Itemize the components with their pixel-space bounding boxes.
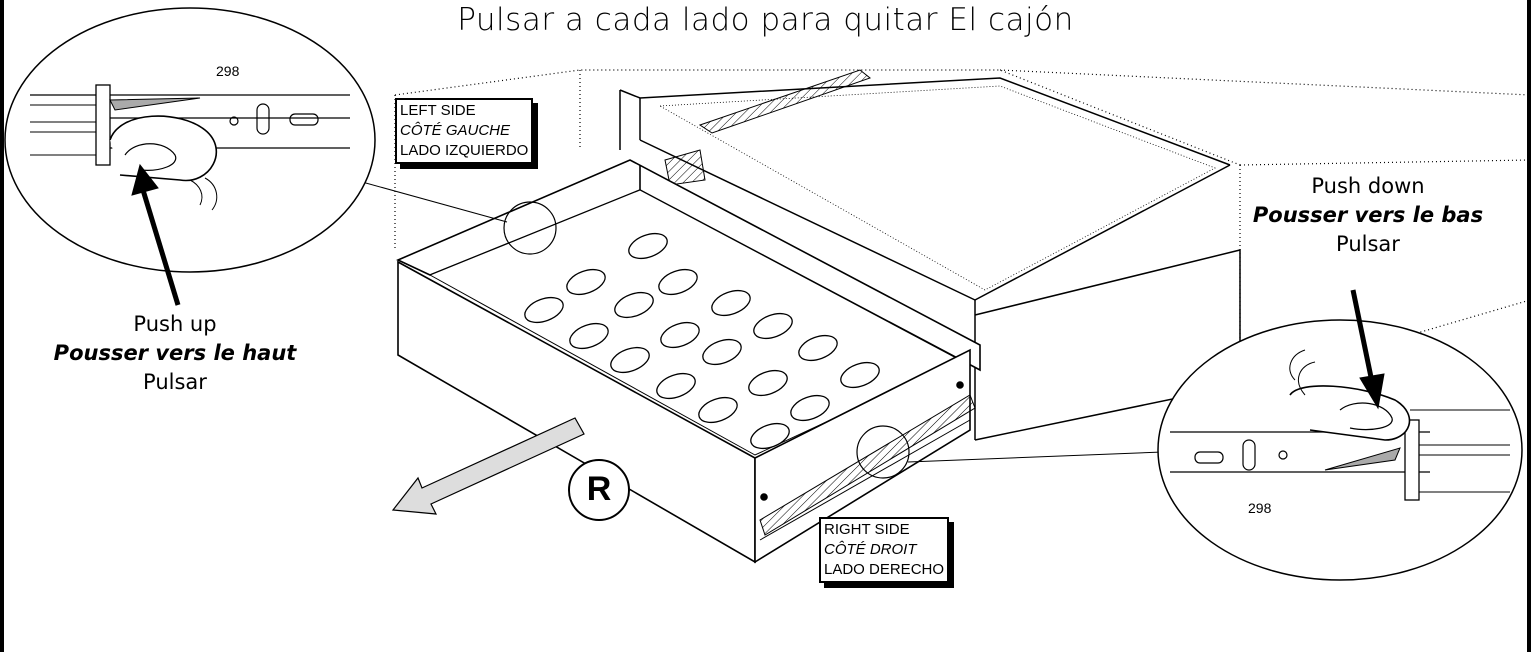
right-callout-line1: Push down bbox=[1311, 174, 1425, 198]
left-callout: Push up Pousser vers le haut Pulsar bbox=[30, 310, 320, 397]
drawer-badge-label: R bbox=[586, 470, 612, 508]
diagram-title: Pulsar a cada lado para quitar El cajón bbox=[457, 2, 1074, 38]
right-callout-line2: Pousser vers le bas bbox=[1252, 203, 1484, 227]
right-detail-view bbox=[1157, 289, 1523, 581]
left-callout-line1: Push up bbox=[133, 312, 217, 336]
left-side-label: LEFT SIDE CÔTÉ GAUCHE LADO IZQUIERDO bbox=[395, 98, 534, 164]
pull-arrow bbox=[391, 417, 585, 515]
right-side-label-es: LADO DERECHO bbox=[824, 561, 945, 578]
right-callout-line3: Pulsar bbox=[1336, 232, 1400, 256]
left-callout-line3: Pulsar bbox=[143, 370, 207, 394]
right-detail-marker bbox=[856, 425, 910, 479]
right-side-label-fr: CÔTÉ DROIT bbox=[824, 541, 917, 558]
right-side-label-en: RIGHT SIDE bbox=[824, 521, 910, 538]
right-side-label: RIGHT SIDE CÔTÉ DROIT LADO DERECHO bbox=[819, 517, 950, 583]
left-detail-number: 298 bbox=[216, 63, 240, 79]
left-side-label-fr: CÔTÉ GAUCHE bbox=[400, 122, 511, 139]
drawer-badge-circle bbox=[568, 459, 630, 521]
left-callout-line2: Pousser vers le haut bbox=[53, 341, 297, 365]
left-side-label-es: LADO IZQUIERDO bbox=[400, 142, 529, 159]
left-detail-view bbox=[4, 7, 376, 306]
right-callout: Push down Pousser vers le bas Pulsar bbox=[1228, 172, 1508, 259]
right-detail-number: 298 bbox=[1248, 500, 1272, 516]
drawer bbox=[396, 159, 981, 564]
left-detail-marker bbox=[503, 201, 557, 255]
egg-tray bbox=[524, 232, 880, 450]
left-side-label-en: LEFT SIDE bbox=[400, 102, 476, 119]
